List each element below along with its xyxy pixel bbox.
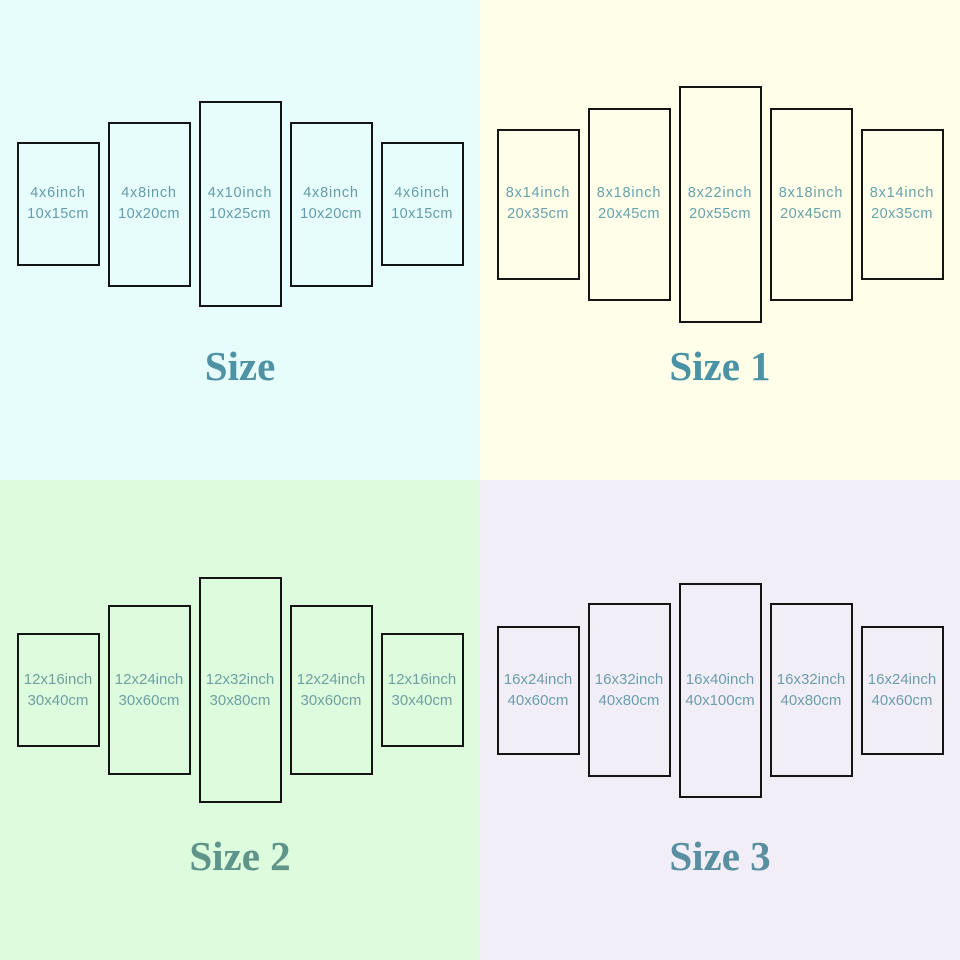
size-title: Size xyxy=(204,343,276,389)
panel-size-cm: 10x20cm xyxy=(118,206,180,222)
panel-label: 16x32inch 40x80cm xyxy=(777,669,845,711)
panel-size-inch: 8x18inch xyxy=(596,185,662,201)
panel-size-cm: 10x15cm xyxy=(27,206,89,222)
panel-4: 12x24inch 30x60cm xyxy=(289,605,373,775)
size-title: Size 1 xyxy=(669,343,771,389)
panel-2: 16x32inch 40x80cm xyxy=(587,603,671,777)
panel-3: 16x40inch 40x100cm xyxy=(678,582,762,798)
panel-size-inch: 12x24inch xyxy=(114,671,184,688)
panel-size-cm: 10x15cm xyxy=(391,206,453,222)
panel-label: 4x10inch 10x25cm xyxy=(208,183,272,225)
panel-size-cm: 40x80cm xyxy=(780,692,842,709)
size-chart-1: 8x14inch 20x35cm 8x18inch 20x45cm 8x22in… xyxy=(480,0,960,480)
panel-label: 12x32inch 30x80cm xyxy=(206,669,274,711)
panel-label: 16x24inch 40x60cm xyxy=(868,669,936,711)
panel-label: 4x6inch 10x15cm xyxy=(391,183,453,225)
panel-size-inch: 16x40inch xyxy=(685,671,755,688)
panel-row: 16x24inch 40x60cm 16x32inch 40x80cm 16x4… xyxy=(480,480,960,900)
size-chart-3: 16x24inch 40x60cm 16x32inch 40x80cm 16x4… xyxy=(480,480,960,960)
panel-5: 16x24inch 40x60cm xyxy=(860,625,944,755)
panel-size-inch: 8x14inch xyxy=(505,185,571,201)
panel-label: 16x32inch 40x80cm xyxy=(595,669,663,711)
panel-size-cm: 10x20cm xyxy=(300,206,362,222)
panel-4: 8x18inch 20x45cm xyxy=(769,107,853,301)
panel-2: 4x8inch 10x20cm xyxy=(107,121,191,287)
panel-label: 16x24inch 40x60cm xyxy=(504,669,572,711)
panel-size-cm: 30x80cm xyxy=(209,692,271,709)
panel-3: 4x10inch 10x25cm xyxy=(198,101,282,307)
panel-size-inch: 16x32inch xyxy=(776,671,846,688)
panel-size-cm: 20x45cm xyxy=(598,206,660,222)
panel-size-cm: 40x100cm xyxy=(685,692,755,709)
panel-size-inch: 16x32inch xyxy=(594,671,664,688)
panel-size-inch: 16x24inch xyxy=(867,671,937,688)
panel-size-inch: 12x16inch xyxy=(23,671,93,688)
panel-size-inch: 4x10inch xyxy=(207,185,273,201)
panel-size-cm: 30x40cm xyxy=(391,692,453,709)
panel-size-cm: 30x60cm xyxy=(118,692,180,709)
panel-label: 8x14inch 20x35cm xyxy=(506,183,570,225)
panel-label: 8x14inch 20x35cm xyxy=(870,183,934,225)
panel-size-cm: 20x45cm xyxy=(780,206,842,222)
panel-row: 4x6inch 10x15cm 4x8inch 10x20cm 4x10inch… xyxy=(0,0,480,408)
panel-label: 16x40inch 40x100cm xyxy=(685,669,754,711)
panel-2: 8x18inch 20x45cm xyxy=(587,107,671,301)
panel-size-cm: 20x35cm xyxy=(871,206,933,222)
panel-size-inch: 16x24inch xyxy=(503,671,573,688)
panel-size-cm: 20x55cm xyxy=(689,206,751,222)
panel-1: 16x24inch 40x60cm xyxy=(496,625,580,755)
panel-size-cm: 40x60cm xyxy=(507,692,569,709)
panel-1: 12x16inch 30x40cm xyxy=(16,633,100,747)
panel-5: 4x6inch 10x15cm xyxy=(380,142,464,266)
size-title: Size 3 xyxy=(669,833,771,879)
panel-1: 8x14inch 20x35cm xyxy=(496,128,580,280)
panel-label: 12x24inch 30x60cm xyxy=(297,669,365,711)
panel-label: 4x8inch 10x20cm xyxy=(118,183,180,225)
panel-size-inch: 12x24inch xyxy=(296,671,366,688)
panel-size-cm: 40x80cm xyxy=(598,692,660,709)
panel-size-cm: 30x60cm xyxy=(300,692,362,709)
panel-3: 12x32inch 30x80cm xyxy=(198,577,282,803)
panel-size-inch: 4x6inch xyxy=(394,185,450,201)
panel-5: 12x16inch 30x40cm xyxy=(380,633,464,747)
size-title: Size 2 xyxy=(189,833,291,879)
panel-4: 4x8inch 10x20cm xyxy=(289,121,373,287)
panel-label: 4x6inch 10x15cm xyxy=(27,183,89,225)
panel-size-cm: 20x35cm xyxy=(507,206,569,222)
size-chart-default: 4x6inch 10x15cm 4x8inch 10x20cm 4x10inch… xyxy=(0,0,480,480)
panel-size-inch: 12x32inch xyxy=(205,671,275,688)
size-chart-2: 12x16inch 30x40cm 12x24inch 30x60cm 12x3… xyxy=(0,480,480,960)
panel-size-inch: 8x22inch xyxy=(687,185,753,201)
panel-size-inch: 4x8inch xyxy=(121,185,177,201)
panel-row: 12x16inch 30x40cm 12x24inch 30x60cm 12x3… xyxy=(0,480,480,900)
panel-3: 8x22inch 20x55cm xyxy=(678,85,762,323)
panel-4: 16x32inch 40x80cm xyxy=(769,603,853,777)
panel-size-cm: 30x40cm xyxy=(27,692,89,709)
panel-size-inch: 4x6inch xyxy=(30,185,86,201)
panel-label: 12x24inch 30x60cm xyxy=(115,669,183,711)
panel-2: 12x24inch 30x60cm xyxy=(107,605,191,775)
panel-size-cm: 10x25cm xyxy=(209,206,271,222)
panel-label: 4x8inch 10x20cm xyxy=(300,183,362,225)
panel-5: 8x14inch 20x35cm xyxy=(860,128,944,280)
panel-size-inch: 8x18inch xyxy=(778,185,844,201)
panel-label: 12x16inch 30x40cm xyxy=(388,669,456,711)
panel-label: 8x22inch 20x55cm xyxy=(688,183,752,225)
panel-1: 4x6inch 10x15cm xyxy=(16,142,100,266)
panel-size-inch: 4x8inch xyxy=(303,185,359,201)
panel-size-inch: 12x16inch xyxy=(387,671,457,688)
panel-label: 12x16inch 30x40cm xyxy=(24,669,92,711)
panel-size-inch: 8x14inch xyxy=(869,185,935,201)
panel-row: 8x14inch 20x35cm 8x18inch 20x45cm 8x22in… xyxy=(480,0,960,408)
panel-size-cm: 40x60cm xyxy=(871,692,933,709)
panel-label: 8x18inch 20x45cm xyxy=(597,183,661,225)
panel-label: 8x18inch 20x45cm xyxy=(779,183,843,225)
